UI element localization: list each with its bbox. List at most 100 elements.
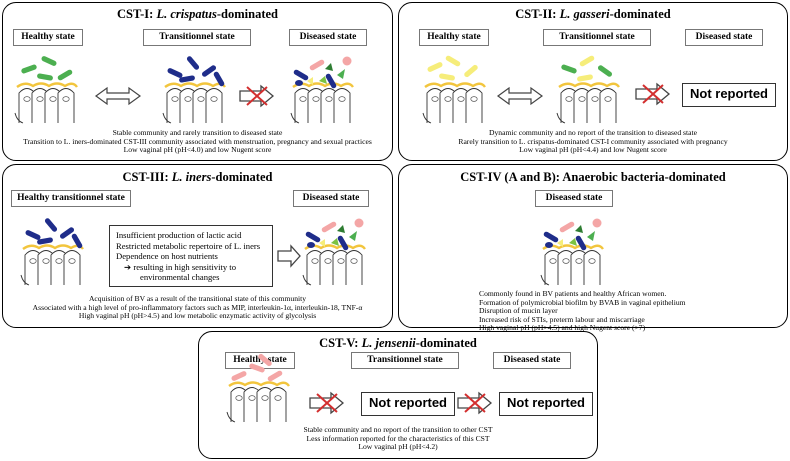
bacterium-rod bbox=[41, 56, 57, 66]
mucus-layer bbox=[164, 82, 226, 88]
desc-line: Less information reported for the charac… bbox=[306, 433, 490, 443]
desc-line: Stable community and no report of the tr… bbox=[303, 425, 493, 434]
not-reported-label: Not reported bbox=[682, 83, 776, 107]
bacterium-rod bbox=[71, 233, 83, 249]
cell-nucleus bbox=[431, 96, 439, 102]
box-line: Insufficient production of lactic acid bbox=[116, 230, 242, 240]
desc-line: Transition to L. iners-dominated CST-III… bbox=[23, 136, 372, 146]
bacterium-cocci bbox=[331, 238, 339, 246]
cell-nucleus bbox=[549, 258, 557, 264]
epithelium-edge bbox=[540, 274, 550, 286]
bacterium-rod bbox=[201, 65, 217, 77]
bacterium-rod bbox=[25, 230, 41, 240]
cell-nucleus bbox=[575, 258, 583, 264]
bacterium-rod bbox=[321, 221, 337, 233]
bacterium-rod bbox=[305, 231, 321, 243]
bacterium-cocci bbox=[307, 242, 315, 248]
desc-line: High vaginal pH (pH>4.5) and high Nugent… bbox=[479, 323, 646, 333]
bacterium-rod bbox=[439, 73, 455, 81]
bacterium-cocci bbox=[575, 225, 583, 233]
desc-line: Low vaginal pH (pH<4.0) and low Nugent s… bbox=[123, 145, 272, 155]
cell-nucleus bbox=[588, 258, 596, 264]
bacterium-rod bbox=[577, 74, 593, 82]
state-label-healthy: Healthy state bbox=[419, 29, 489, 46]
bacterium-rod bbox=[575, 235, 587, 251]
epithelium-edge bbox=[290, 112, 300, 124]
state-label-diseased: Diseased state bbox=[493, 352, 571, 369]
desc-line: High vaginal pH (pH>4.5) and low metabol… bbox=[78, 311, 317, 321]
cell-nucleus bbox=[299, 96, 307, 102]
cell-nucleus bbox=[36, 96, 44, 102]
cross-line bbox=[642, 84, 664, 104]
blocked-arrow-icon bbox=[239, 84, 275, 108]
epithelium-diseased bbox=[540, 218, 604, 286]
desc-line: Low vaginal pH (pH<4.4) and low Nugent s… bbox=[519, 145, 667, 155]
panel-cst-iii: CST-III: L. iners-dominated Healthy tran… bbox=[2, 164, 393, 328]
epithelium-edge bbox=[302, 274, 312, 286]
epithelial-cell bbox=[465, 88, 483, 123]
right-arrow-icon bbox=[277, 244, 301, 268]
bacterium-rod bbox=[44, 218, 58, 232]
cell-nucleus bbox=[23, 96, 31, 102]
double-arrow-shape bbox=[94, 86, 142, 106]
mucus-layer bbox=[228, 381, 290, 387]
double-arrow-shape bbox=[496, 86, 544, 106]
bacterium-rod bbox=[186, 56, 200, 70]
bacterium-rod bbox=[249, 363, 265, 373]
bacterium-cocci bbox=[592, 218, 602, 228]
desc-line: Rarely transition to L. crispatus-domina… bbox=[458, 136, 728, 146]
bacterium-rod bbox=[21, 64, 37, 74]
cell-nucleus bbox=[171, 96, 179, 102]
bacterium-rod bbox=[59, 227, 75, 239]
bacterium-cocci bbox=[545, 242, 553, 248]
cell-nucleus bbox=[62, 96, 70, 102]
epithelial-cell bbox=[345, 250, 363, 285]
panel-title: CST-I: L. crispatus-dominated bbox=[116, 7, 279, 21]
panel-title: CST-III: L. iners-dominated bbox=[122, 170, 273, 184]
mucus-layer bbox=[292, 82, 354, 88]
epithelium-edge bbox=[556, 112, 566, 124]
bacterium-rod bbox=[37, 237, 53, 245]
epithelium-diseased bbox=[290, 56, 354, 124]
epithelial-cell bbox=[333, 88, 351, 123]
bacterium-cocci bbox=[325, 63, 333, 71]
bacterium-cocci bbox=[307, 77, 313, 85]
double-arrow-icon bbox=[496, 86, 544, 106]
cross-line bbox=[464, 393, 486, 413]
cell-nucleus bbox=[235, 395, 243, 401]
mucus-layer bbox=[22, 244, 84, 250]
epithelium-healthy bbox=[226, 353, 290, 423]
bacterium-rod bbox=[231, 371, 247, 381]
cross-line bbox=[246, 86, 268, 106]
epithelium-edge bbox=[226, 411, 236, 423]
bacterium-cocci bbox=[319, 239, 325, 247]
desc-line: Associated with a high level of pro-infl… bbox=[32, 302, 363, 312]
cell-nucleus bbox=[337, 258, 345, 264]
panel-cst-v: CST-V: L. jensenii-dominated Healthy sta… bbox=[198, 331, 598, 459]
mucus-layer bbox=[16, 82, 78, 88]
desc-line: Commonly found in BV patients and health… bbox=[479, 289, 667, 298]
epithelium-edge bbox=[20, 274, 30, 286]
panel-title: CST-II: L. gasseri-dominated bbox=[515, 7, 671, 21]
not-reported-label: Not reported bbox=[361, 392, 455, 416]
desc-line: Formation of polymicrobial biofilm by BV… bbox=[479, 297, 686, 307]
state-label-transitional: Transitionnel state bbox=[351, 352, 459, 369]
epithelium-edge bbox=[422, 112, 432, 124]
bacterium-rod bbox=[57, 69, 73, 81]
cell-nucleus bbox=[29, 258, 37, 264]
panel-cst-i: CST-I: L. crispatus-dominated Healthy st… bbox=[2, 2, 393, 161]
blocked-arrow-icon bbox=[457, 391, 493, 415]
cell-nucleus bbox=[42, 258, 50, 264]
bacterium-rod bbox=[293, 69, 309, 81]
cell-nucleus bbox=[210, 96, 218, 102]
panel-description: Dynamic community and no report of the t… bbox=[399, 128, 787, 155]
epithelial-cell bbox=[599, 88, 617, 123]
cell-nucleus bbox=[350, 258, 358, 264]
cell-nucleus bbox=[274, 395, 282, 401]
epithelium-diseased bbox=[302, 218, 366, 286]
bacterium-rod bbox=[559, 221, 575, 233]
cell-nucleus bbox=[184, 96, 192, 102]
box-line: Dependence on host nutrients bbox=[116, 251, 218, 261]
bacterium-rod bbox=[579, 55, 595, 67]
state-label-transitional: Transitionnel state bbox=[543, 29, 651, 46]
